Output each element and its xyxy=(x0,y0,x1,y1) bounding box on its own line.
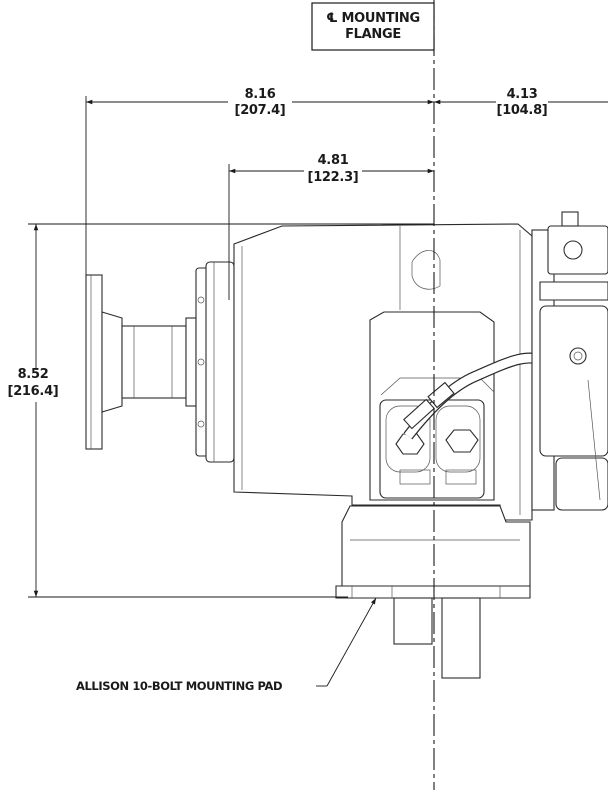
callout-label: ALLISON 10-BOLT MOUNTING PAD xyxy=(76,679,282,693)
solenoid-bracket xyxy=(531,211,608,511)
dimension-height: 8.52 [216.4] xyxy=(8,223,434,598)
dim-8-52-imperial: 8.52 xyxy=(18,367,49,382)
centerline-label-line2: FLANGE xyxy=(345,27,401,42)
pto-unit-outline xyxy=(85,211,608,679)
dim-4-13-imperial: 4.13 xyxy=(507,87,538,102)
dimension-overall-right: 4.13 [104.8] xyxy=(434,87,608,118)
dim-8-16-metric: [207.4] xyxy=(235,103,286,118)
dimension-housing-depth: 4.81 [122.3] xyxy=(228,153,434,300)
dimension-overall-left: 8.16 [207.4] xyxy=(85,87,434,275)
centerline-title-box: ℄MOUNTING FLANGE xyxy=(311,2,435,51)
mounting-pad-block xyxy=(335,505,531,679)
centerline-label-line1: ℄MOUNTING xyxy=(326,11,420,26)
mounting-pad-callout: ALLISON 10-BOLT MOUNTING PAD xyxy=(76,597,377,693)
dim-8-16-imperial: 8.16 xyxy=(245,87,276,102)
dim-8-52-metric: [216.4] xyxy=(8,384,59,399)
output-flange xyxy=(85,274,197,450)
dim-4-13-metric: [104.8] xyxy=(497,103,548,118)
dim-4-81-imperial: 4.81 xyxy=(318,153,349,168)
dim-4-81-metric: [122.3] xyxy=(308,170,359,185)
adapter-plate xyxy=(195,261,235,463)
